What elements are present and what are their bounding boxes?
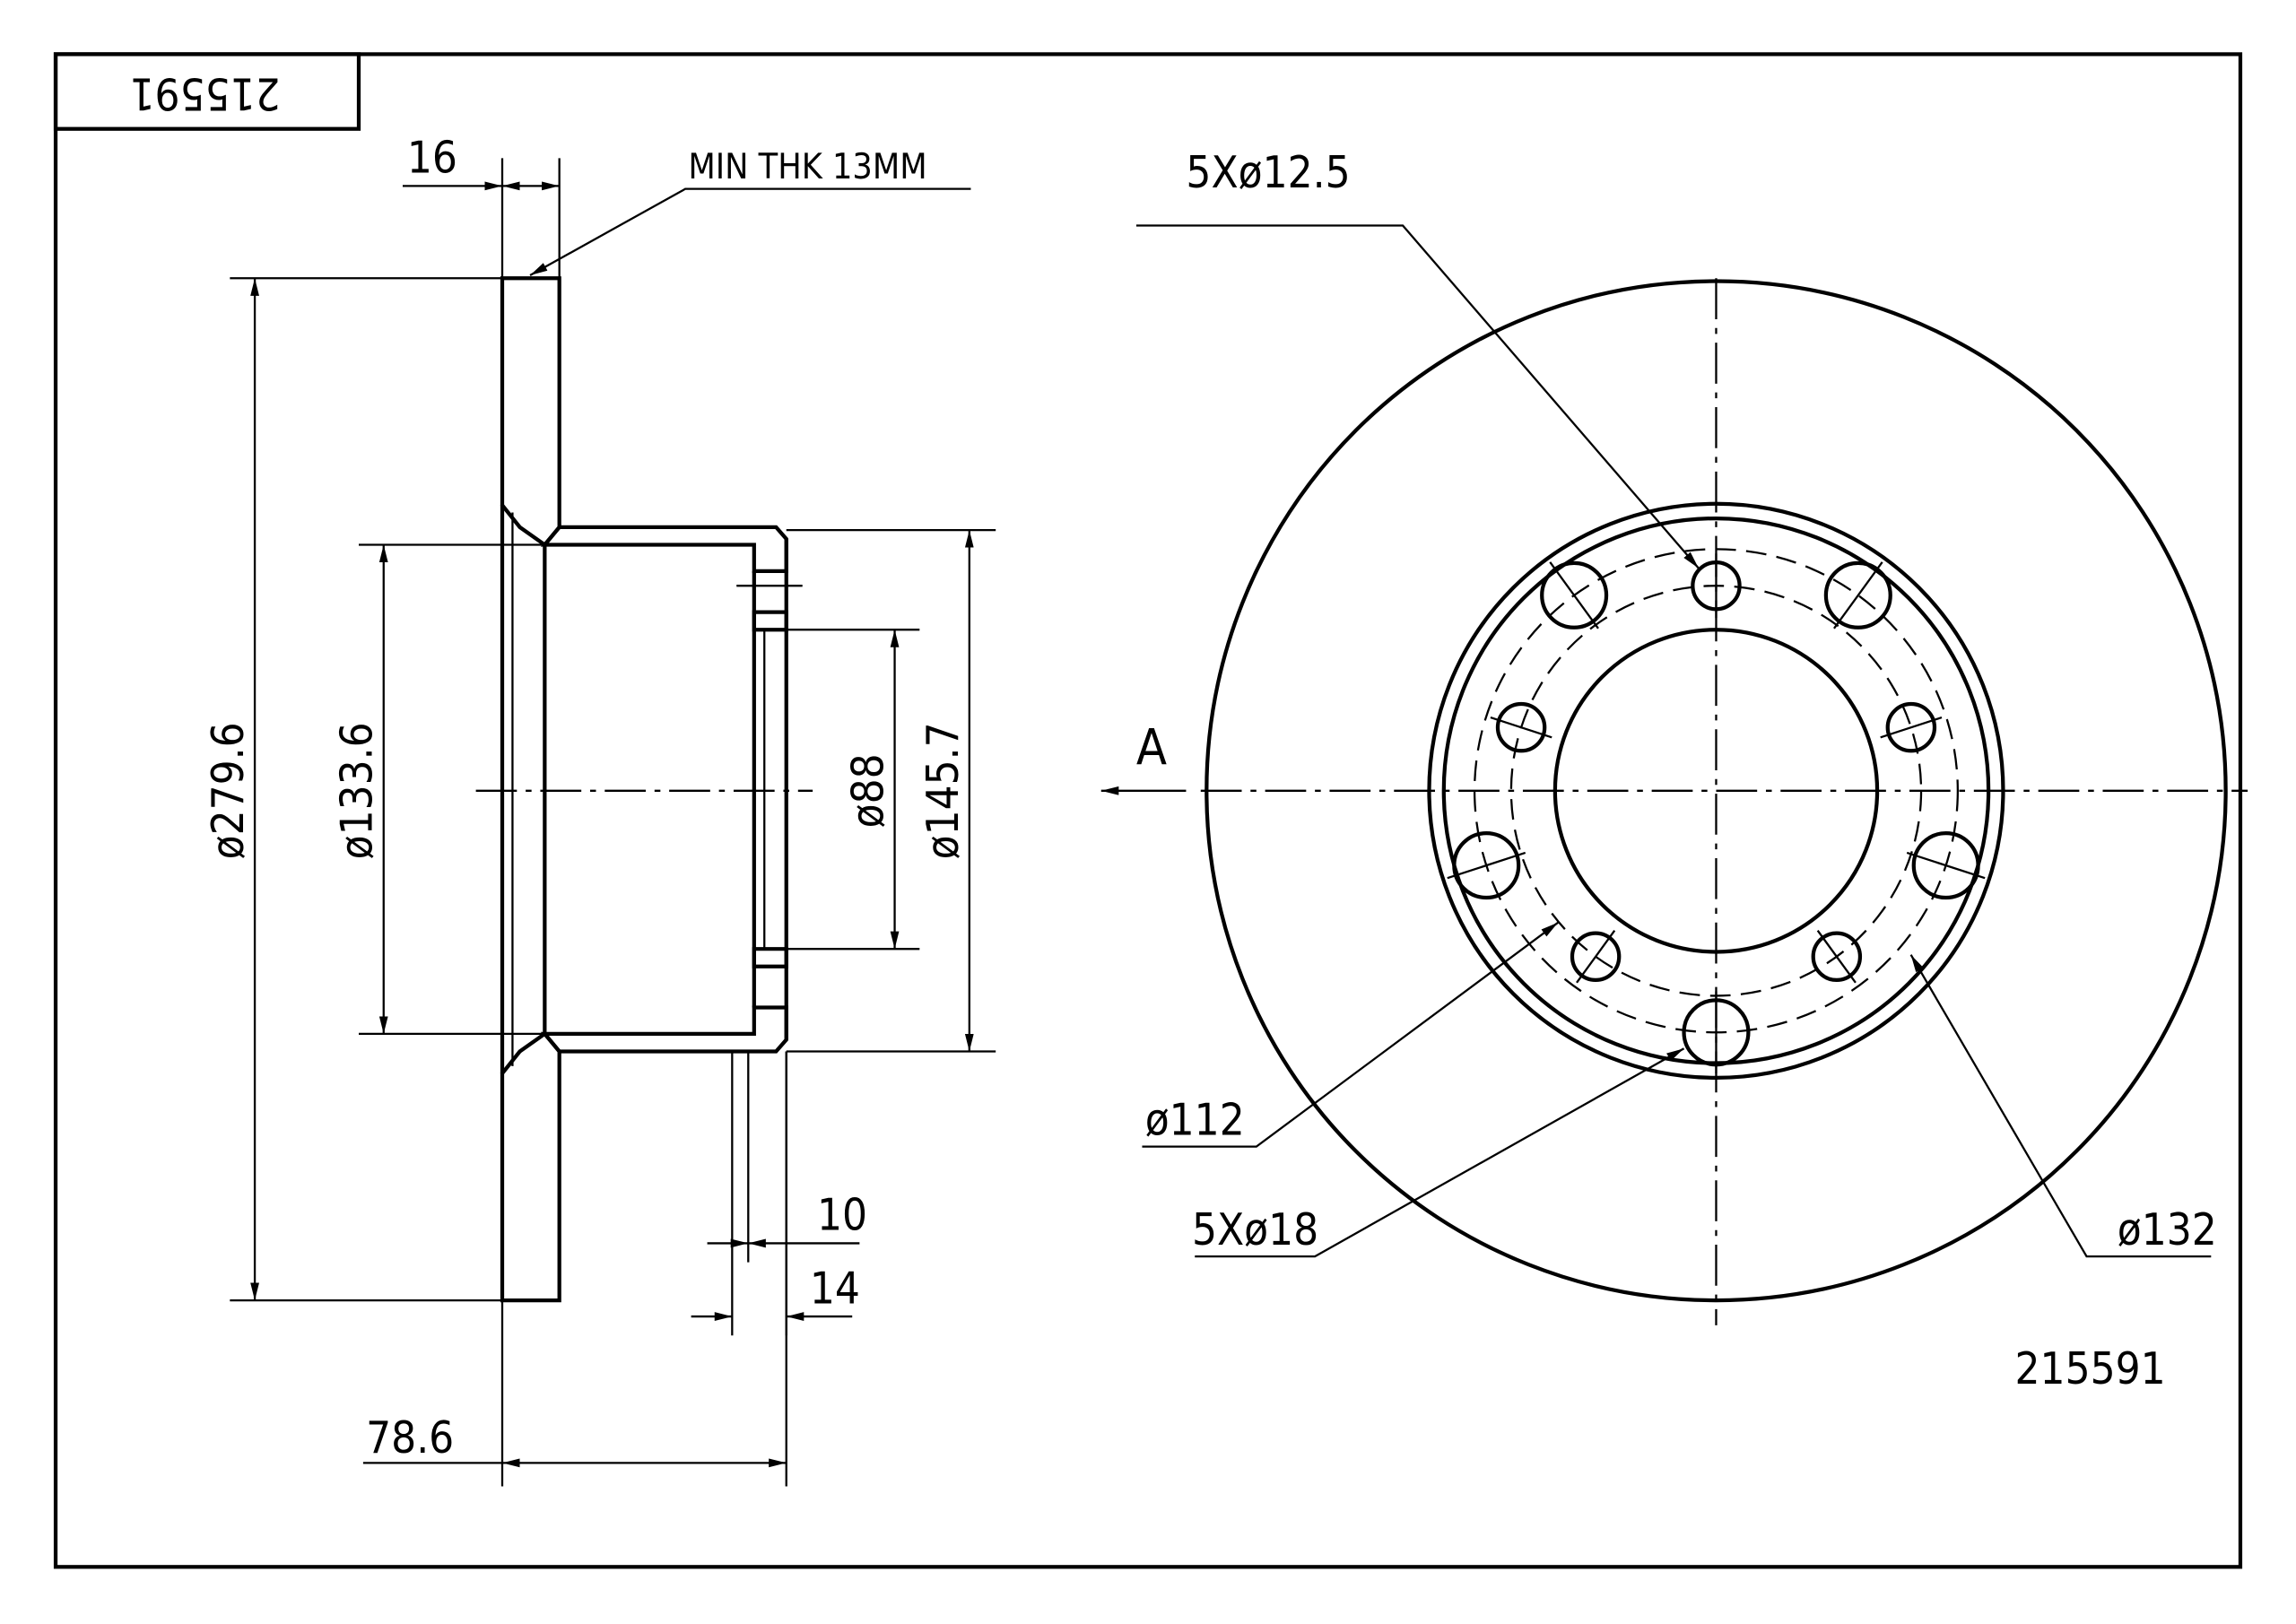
hole-centerline bbox=[1549, 561, 1599, 630]
hub-flange-upper bbox=[752, 610, 788, 632]
small-bolt-hole bbox=[1570, 931, 1622, 983]
drawing-border bbox=[53, 52, 2243, 1569]
dim-hub-outer-diameter: ø145.7 bbox=[918, 722, 969, 859]
dim-hub-inner-diameter: ø133.6 bbox=[332, 722, 383, 859]
large-bolt-hole bbox=[1540, 560, 1609, 630]
hole-centerline bbox=[1906, 851, 1986, 880]
label-large-holes: 5Xø18 bbox=[1192, 1204, 1318, 1255]
title-block bbox=[53, 52, 361, 131]
disc-section-lower bbox=[500, 1031, 561, 1303]
hole-centerline bbox=[1833, 561, 1883, 630]
hub-wall-upper bbox=[540, 525, 788, 573]
dim-10: 10 bbox=[817, 1190, 867, 1241]
small-bolt-hole bbox=[1811, 931, 1863, 983]
view-label-a: A bbox=[1136, 718, 1167, 777]
hub-flange-lower bbox=[752, 947, 788, 968]
label-pcd-large: ø132 bbox=[2118, 1204, 2217, 1255]
dim-outer-diameter: ø279.6 bbox=[203, 722, 254, 859]
small-bolt-hole bbox=[1495, 701, 1547, 753]
hole-centerline bbox=[1880, 716, 1943, 739]
hole-centerline bbox=[1576, 930, 1616, 984]
dim-overall-height: 78.6 bbox=[366, 1412, 454, 1463]
side-section-view: 16 MIN THK 13MM ø279.6 ø133.6 ø88 ø145.7… bbox=[203, 133, 996, 1487]
hub-wall-lower bbox=[540, 1005, 788, 1054]
large-bolt-hole bbox=[1911, 831, 1980, 900]
dim-disc-thickness: 16 bbox=[407, 133, 457, 184]
large-bolt-hole bbox=[1452, 831, 1521, 900]
front-view: A 5Xø12.5 ø112 5Xø18 ø132 215591 bbox=[1100, 147, 2248, 1394]
front-part-number: 215591 bbox=[2015, 1343, 2166, 1394]
hole-centerline bbox=[1490, 716, 1552, 739]
dim-14: 14 bbox=[810, 1263, 860, 1314]
label-pcd-small: ø112 bbox=[1145, 1095, 1245, 1146]
min-thickness-note: MIN THK 13MM bbox=[688, 147, 926, 187]
hole-centerline bbox=[1447, 851, 1526, 880]
small-bolt-hole bbox=[1885, 701, 1937, 753]
dim-center-bore: ø88 bbox=[842, 753, 893, 828]
large-bolt-hole bbox=[1823, 560, 1892, 630]
hole-centerline bbox=[1816, 930, 1857, 984]
title-part-number: 215591 bbox=[130, 68, 281, 119]
disc-section-upper bbox=[500, 276, 561, 548]
label-small-holes: 5Xø12.5 bbox=[1186, 147, 1350, 198]
